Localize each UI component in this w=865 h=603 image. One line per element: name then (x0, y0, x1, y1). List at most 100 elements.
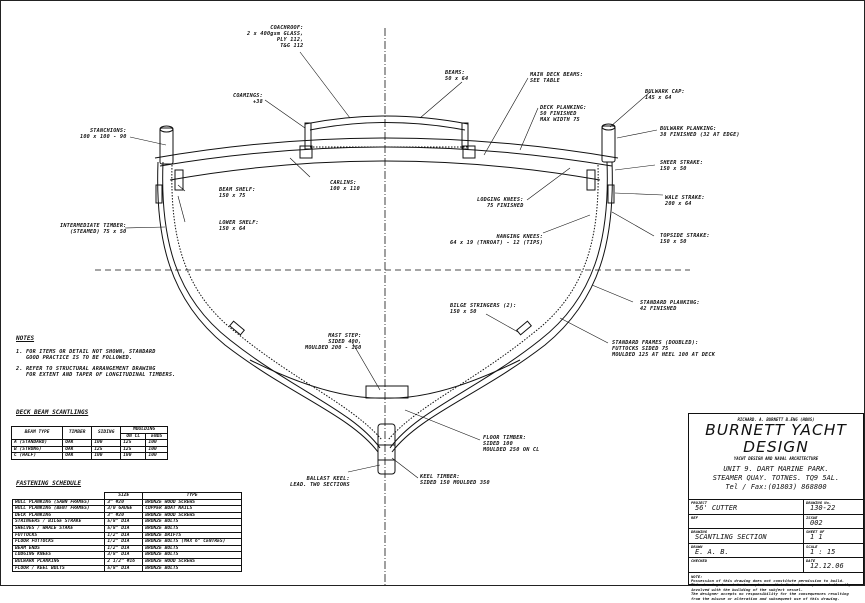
table-cell: FUTTOCKS (11, 531, 106, 540)
table-cell: BRONZE WOOD SCREWS (142, 557, 242, 566)
bilge-stringer-left (229, 320, 245, 336)
label-bulwark-planking: BULWARK PLANKING:38 FINISHED (32 AT EDGE… (660, 126, 740, 138)
table-cell: BULWARK PLANKING (11, 557, 106, 566)
field-value: SCANTLING SECTION (695, 533, 767, 541)
field-value: 12.12.06 (810, 562, 844, 570)
label-beams: BEAMS:50 x 64 (445, 70, 469, 82)
tagline: YACHT DESIGN AND NAVAL ARCHITECTURE (733, 456, 819, 461)
stanchion-left (159, 127, 174, 165)
deck-bottom (159, 146, 613, 167)
field-value: E. A. B. (695, 547, 729, 556)
bilge-stringer-right (516, 320, 532, 336)
label-lower-shelf: LOWER SHELF:150 x 64 (219, 220, 259, 232)
title-block: RICHARD. A. BURNETT B.ENG (HONS) BURNETT… (688, 413, 864, 600)
table-cell: BEAM ENDS (11, 544, 106, 553)
brand-name: BURNETT YACHT DESIGN (705, 421, 847, 456)
label-topside-strake: TOPSIDE STRAKE:150 x 50 (660, 233, 710, 245)
field-value: 1 : 15 (810, 547, 836, 556)
shelf-right (607, 184, 615, 204)
deck-top (154, 137, 619, 159)
field-label: SHEET OF (806, 529, 825, 534)
table-cell: 5/8" DIA (104, 524, 144, 533)
label-bulwark-cap: BULWARK CAP:145 x 64 (645, 89, 685, 101)
coaming-right (461, 122, 469, 150)
table-cell: BRONZE WOOD SCREWS (142, 498, 242, 507)
address: UNIT 9. DART MARINE PARK.STEAMER QUAY. T… (712, 465, 840, 491)
table-cell: LODGING KNEES (11, 551, 106, 559)
field-label: SCALE (806, 543, 818, 549)
carlin-right (462, 145, 476, 159)
field-value: 002 (810, 518, 823, 527)
table-cell: HULL PLANKING (SAWN FRAMES) (11, 498, 106, 507)
coaming-left (304, 122, 312, 150)
label-carlins: CARLINS:100 x 110 (330, 180, 360, 192)
table-cell: FLOOR / KEEL BOLTS (11, 564, 106, 573)
table-cell: 1/2" DIA (104, 544, 144, 553)
table-cell: BRONZE BOLTS (142, 524, 242, 533)
deck-beam-under (169, 160, 601, 181)
table-cell: 5/8" DIA (104, 564, 144, 573)
table-cell: 3" #20 (104, 511, 144, 520)
table-cell: FLOOR FUTTOCKS (11, 538, 106, 546)
shelf-left (155, 184, 163, 204)
note-2: 2. REFER TO STRUCTURAL ARRANGEMENT DRAWI… (16, 366, 176, 378)
table-cell: BRONZE BOLTS (MAX 6" CENTRES) (142, 538, 242, 546)
scantling-section-drawing (95, 28, 690, 586)
table-cell: COPPER BOAT NAILS (142, 505, 242, 513)
label-standard-frames: STANDARD FRAMES (DOUBLED):FUTTOCKS SIDED… (612, 340, 716, 358)
label-mast-step: MAST STEP:SIDED 400,MOULDED 200 - 150 (305, 333, 362, 351)
mast-step (365, 385, 409, 399)
table-cell: SHELVES / WHALE STAKE (11, 524, 106, 533)
designer-line: RICHARD. A. BURNETT B.ENG (HONS) (737, 417, 815, 422)
title-block-note: NOTE: Possession of this drawing does no… (691, 573, 852, 601)
label-intermediate-timber: INTERMEDIATE TIMBER:(STEAMED) 75 x 50 (60, 223, 127, 235)
field-label: DRAWING No. (806, 500, 832, 505)
table-cell: 1/2" DIA (104, 538, 144, 546)
field-value: 130-22 (810, 504, 836, 512)
field-label: ISSUE (806, 514, 818, 520)
table-cell: BRONZE BOLTS (142, 518, 242, 526)
label-ballast-keel: BALLAST KEEL:LEAD. TWO SECTIONS (290, 476, 350, 488)
label-bilge-stringers: BILGE STRINGERS (2):150 x 50 (450, 303, 517, 315)
table-cell: STRINGERS / BILGE STRAKE (11, 518, 106, 526)
field-label: CHECKED (691, 558, 708, 563)
table-cell: 1/2" DIA (104, 531, 144, 540)
label-coachroof: COACHROOF:2 x 400gsm GLASS,PLY 112,T&G 1… (247, 25, 304, 49)
label-coamings: COAMINGS:+38 (233, 93, 263, 105)
notes-heading: NOTES (16, 335, 35, 342)
table-cell: BRONZE BOLTS (142, 564, 242, 573)
table-cell: 5/8" DIA (104, 518, 144, 526)
label-beam-shelf: BEAM SHELF:150 x 75 (219, 187, 256, 199)
label-sheer-strake: SHEER STRAKE:150 x 50 (660, 160, 704, 172)
hull-right-outer (391, 161, 613, 453)
table-cell: BRONZE BOLTS (142, 551, 242, 559)
keel-timber (377, 423, 396, 475)
bulwark-right (601, 125, 616, 163)
carlin-left (299, 145, 313, 159)
field-value: 1 1 (810, 533, 823, 541)
coachroof (304, 115, 469, 131)
table-cell: BRONZE DRIFTS (142, 531, 242, 540)
label-hanging-knees: HANGING KNEES:64 x 19 (THROAT) - 12 (TIP… (450, 234, 544, 246)
